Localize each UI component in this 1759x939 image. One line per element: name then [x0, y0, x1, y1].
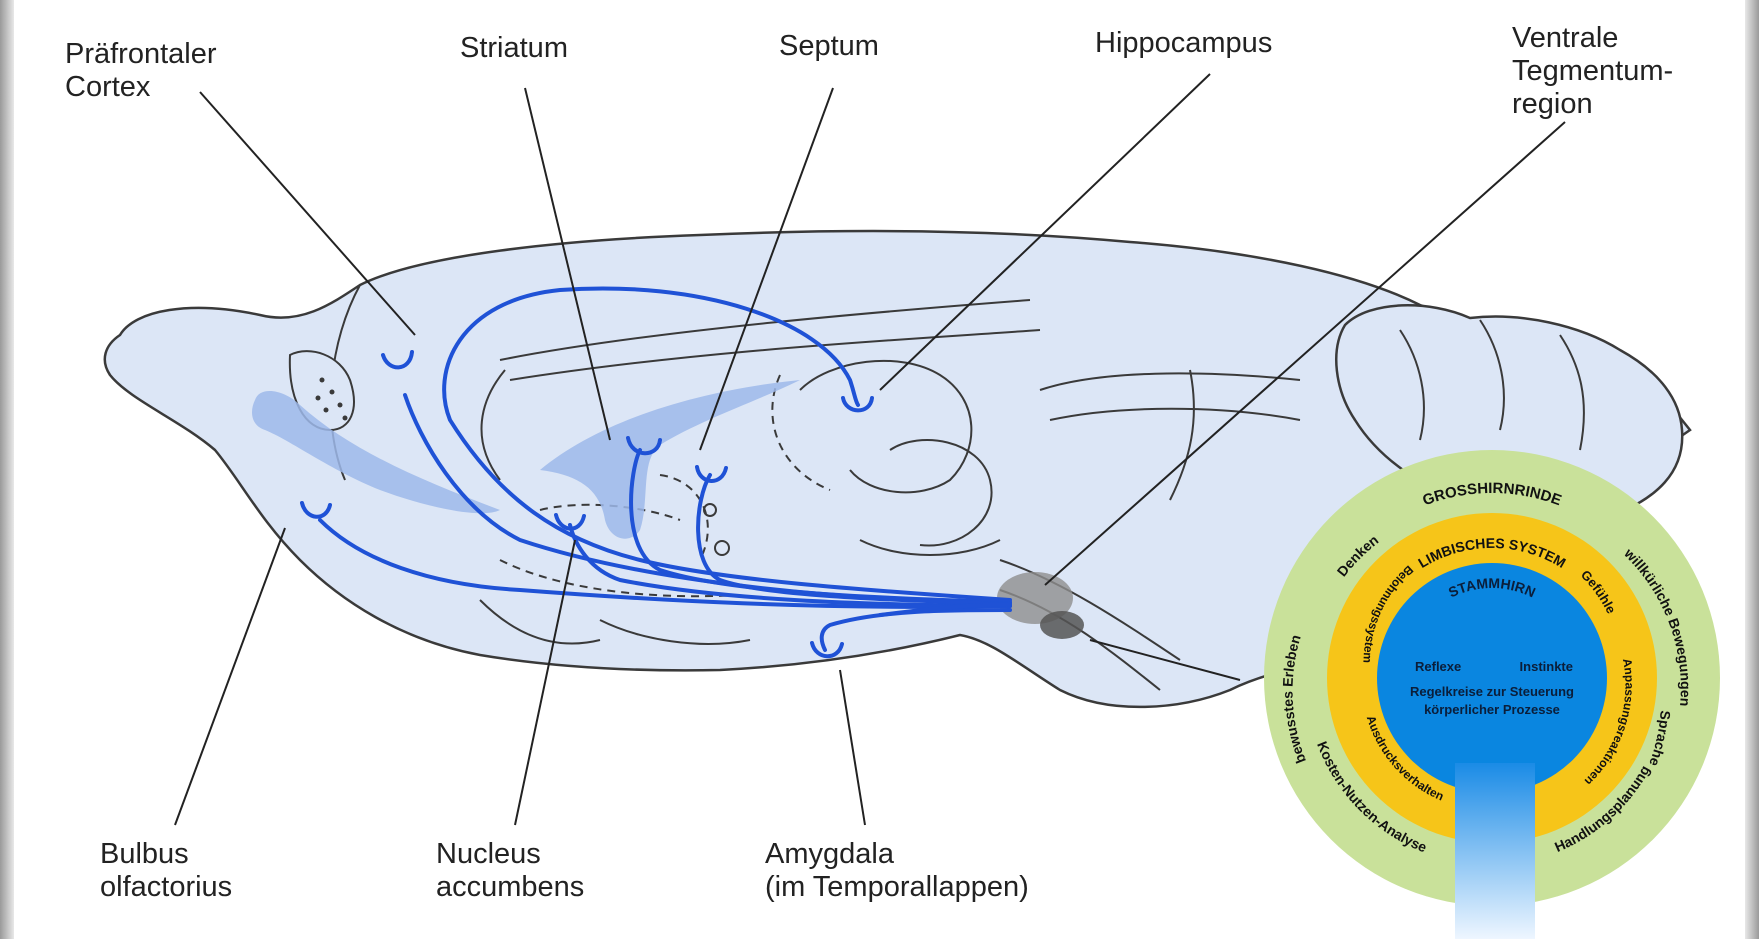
label-bulbus-olfactorius: Bulbus olfactorius: [100, 838, 232, 904]
leader-prefrontal: [200, 92, 415, 335]
inner-line1: Regelkreise zur Steuerung: [1410, 684, 1574, 699]
label-hippocampus: Hippocampus: [1095, 27, 1272, 60]
label-amygdala: Amygdala (im Temporallappen): [765, 838, 1029, 904]
inner-reflexe: Reflexe: [1415, 659, 1461, 674]
label-nucleus-accumbens: Nucleus accumbens: [436, 838, 584, 904]
inner-core-stammhirn: [1377, 563, 1607, 793]
label-prefrontal-cortex: Präfrontaler Cortex: [65, 38, 217, 104]
brain-levels-circle-diagram: GROSSHIRNRINDE bewusstes Erleben Denken …: [1235, 433, 1759, 939]
inner-line2: körperlicher Prozesse: [1424, 702, 1560, 717]
label-vta: Ventrale Tegmentum- region: [1512, 22, 1673, 121]
leader-amygdala: [840, 670, 865, 825]
label-striatum: Striatum: [460, 32, 568, 65]
brainstem-stalk: [1455, 763, 1535, 939]
label-septum: Septum: [779, 30, 879, 63]
inner-instinkte: Instinkte: [1520, 659, 1573, 674]
leader-bulbus: [175, 528, 285, 825]
